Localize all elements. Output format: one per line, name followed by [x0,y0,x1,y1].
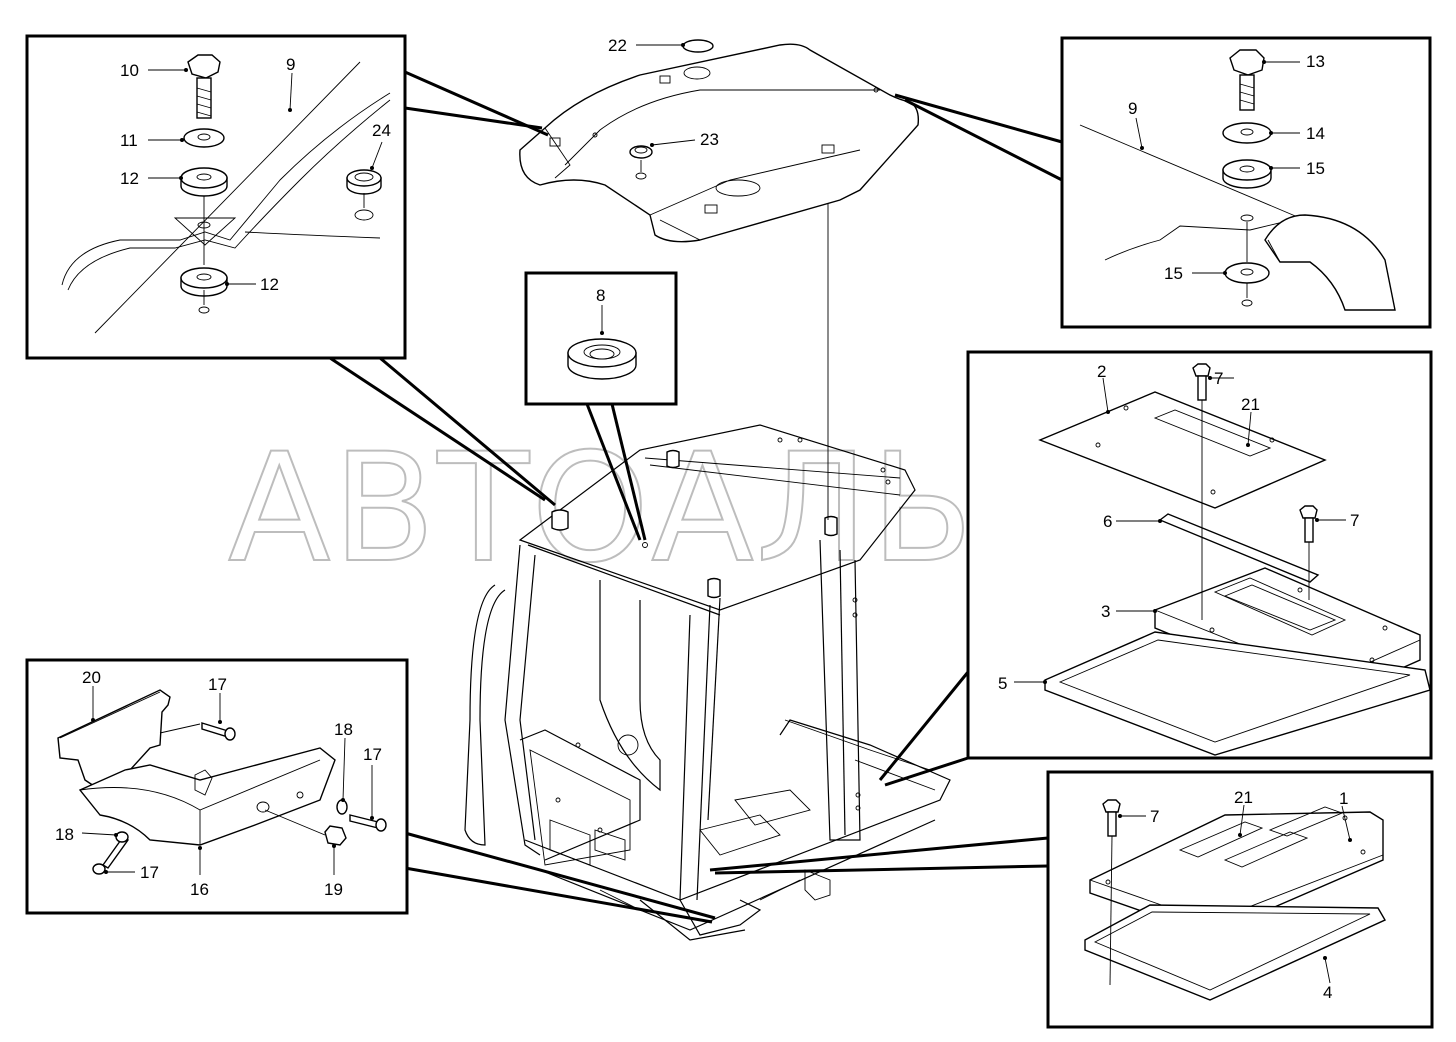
inset-step-cover: 20 17 18 17 18 17 16 19 [25,658,409,915]
callout-17: 17 [140,863,159,882]
callout-8: 8 [596,286,605,305]
inset-roof-hatch: 2 7 21 6 7 3 5 [966,350,1433,760]
callout-1: 1 [1339,789,1348,808]
callout-9: 9 [286,55,295,74]
callout-6: 6 [1103,512,1112,531]
cab-frame [464,104,951,941]
callout-5: 5 [998,674,1007,693]
inset-roof-mount-right: 13 9 14 15 15 [1060,36,1432,329]
callout-11: 11 [120,131,138,150]
callout-9: 9 [1128,99,1137,118]
roof-panel [519,39,920,243]
callout-20: 20 [82,668,101,687]
callout-16: 16 [190,880,209,899]
callout-15: 15 [1164,264,1183,283]
callout-10: 10 [120,61,139,80]
callout-21: 21 [1234,788,1253,807]
callout-22: 22 [608,36,627,55]
callout-17: 17 [208,675,227,694]
callout-3: 3 [1101,602,1110,621]
callout-21: 21 [1241,395,1260,414]
callout-18: 18 [334,720,353,739]
callout-12: 12 [260,275,279,294]
callout-14: 14 [1306,124,1325,143]
callout-17: 17 [363,745,382,764]
inset-roof-mount-left: 10 9 11 12 24 12 [25,34,407,360]
callout-13: 13 [1306,52,1325,71]
callout-12: 12 [120,169,139,188]
callout-18: 18 [55,825,74,844]
callout-15: 15 [1306,159,1325,178]
callout-23: 23 [700,130,719,149]
callout-7: 7 [1214,369,1223,388]
callout-7: 7 [1150,807,1159,826]
inset-grommet: 8 [524,271,678,406]
callout-2: 2 [1097,362,1106,381]
inset-floor-plate: 7 21 1 4 [1046,770,1434,1029]
callout-19: 19 [324,880,343,899]
callout-4: 4 [1323,983,1332,1002]
roof-callouts: 22 23 [608,36,719,149]
callout-7: 7 [1350,511,1359,530]
callout-24: 24 [372,121,391,140]
